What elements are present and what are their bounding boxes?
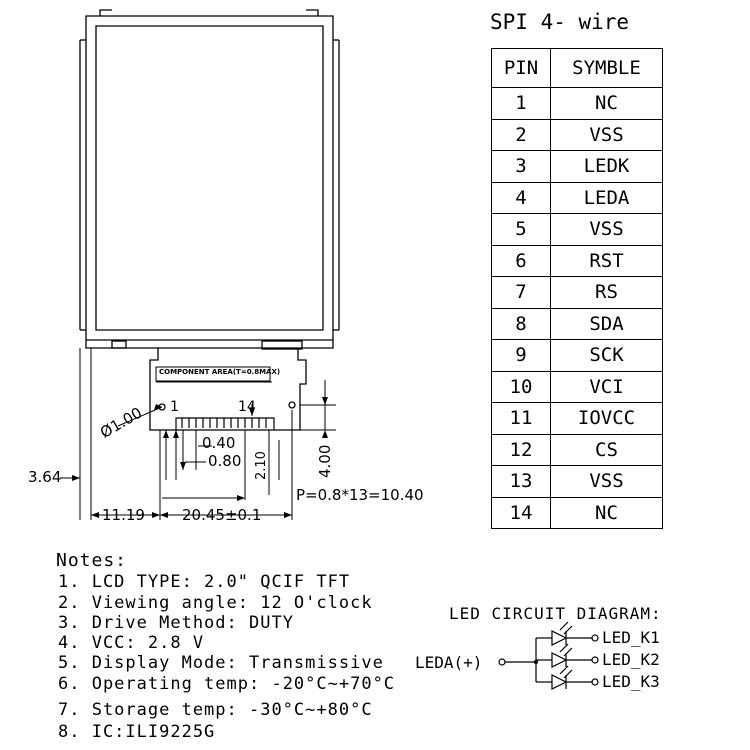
pin-number: 14 (491, 496, 551, 529)
lcd-active-area (95, 25, 324, 331)
lcd-outer-frame (85, 15, 334, 349)
led-diode-3 (551, 674, 568, 690)
dim-pitch-b: 0.80 (208, 452, 242, 470)
pin-symbol: RS (550, 276, 663, 309)
fpc-pads (175, 417, 275, 430)
note-item: 7. Storage temp: -30°C~+80°C (58, 700, 373, 720)
pin-number: 4 (491, 181, 551, 214)
notes-title: Notes: (56, 550, 128, 571)
dim-width: 20.45±0.1 (182, 506, 262, 524)
pin-symbol: NC (550, 496, 663, 529)
note-item: 2. Viewing angle: 12 O'clock (58, 593, 373, 613)
led-output-k3: LED_K3 (602, 672, 660, 691)
note-item: 4. VCC: 2.8 V (58, 633, 205, 653)
led-circuit-title: LED CIRCUIT DIAGRAM: (449, 604, 662, 623)
fpc-tail (149, 348, 307, 431)
pad-last-label: 14 (238, 399, 256, 415)
pin-symbol: RST (550, 244, 663, 277)
dim-offset: 3.64 (28, 468, 62, 486)
mount-hole-right (288, 401, 296, 409)
pin-symbol: LEDK (550, 150, 663, 183)
pin-symbol: SDA (550, 307, 663, 340)
pin-symbol: VSS (550, 465, 663, 498)
note-item: 6. Operating temp: -20°C~+70°C (58, 674, 396, 694)
led-input-label: LEDA(+) (415, 653, 483, 672)
pin-number: 7 (491, 276, 551, 309)
note-item: 1. LCD TYPE: 2.0" QCIF TFT (58, 572, 351, 592)
note-item: 5. Display Mode: Transmissive (58, 653, 384, 673)
led-diode-1 (551, 630, 568, 646)
fpc-label: COMPONENT AREA(T=0.8MAX) (159, 368, 281, 376)
pin-symbol: IOVCC (550, 402, 663, 435)
note-item: 8. IC:ILI9225G (58, 722, 216, 742)
pin-symbol: NC (550, 87, 663, 120)
pin-symbol: LEDA (550, 181, 663, 214)
pin-symbol: VSS (550, 213, 663, 246)
pin-table-header: PIN SYMBLE (491, 48, 663, 88)
pin-number: 9 (491, 339, 551, 372)
pin-column-header: PIN (491, 48, 551, 88)
spi-title: SPI 4- wire (490, 10, 630, 34)
dim-left: 11.19 (102, 506, 145, 524)
dim-pitch-total: P=0.8*13=10.40 (296, 486, 424, 504)
symbol-column-header: SYMBLE (550, 48, 663, 88)
pin-number: 11 (491, 402, 551, 435)
pad-first-label: 1 (170, 399, 179, 415)
fpc-label-box (155, 366, 271, 382)
led-diode-2 (551, 652, 568, 668)
led-output-k1: LED_K1 (602, 628, 660, 647)
led-output-k2: LED_K2 (602, 650, 660, 669)
dim-pitch-a: 0.40 (202, 434, 236, 452)
note-item: 3. Drive Method: DUTY (58, 613, 294, 633)
pin-number: 3 (491, 150, 551, 183)
